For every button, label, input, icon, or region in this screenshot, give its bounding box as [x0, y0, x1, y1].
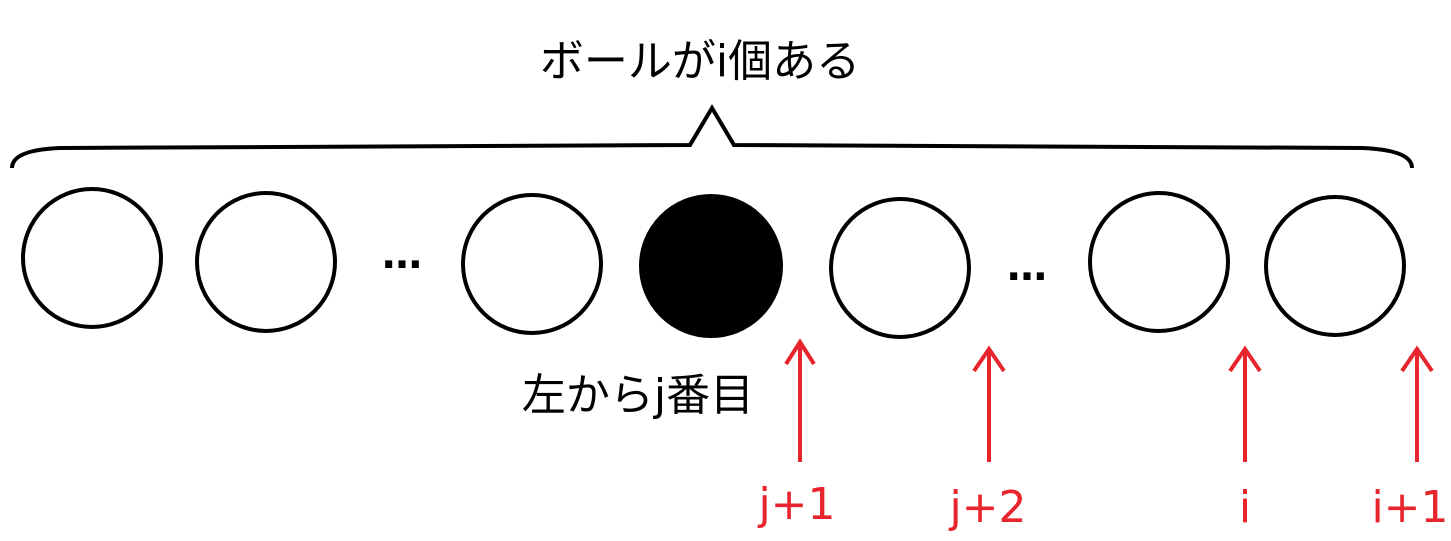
ball [21, 187, 163, 329]
arrow-i-plus-1 [1400, 345, 1434, 462]
ellipsis-left: … [382, 232, 422, 278]
ball-filled [639, 194, 783, 338]
ball [829, 197, 971, 339]
curly-brace [10, 104, 1414, 169]
ball [195, 191, 337, 333]
arrow-j-plus-1 [784, 338, 816, 462]
arrow-label-j-plus-1: j+1 [757, 479, 835, 530]
arrow-label-j-plus-2: j+2 [948, 482, 1026, 533]
ball [1264, 195, 1406, 337]
ellipsis-right: … [1007, 244, 1047, 290]
bottom-label: 左からj番目 [522, 370, 754, 421]
ball [461, 193, 603, 335]
arrow-label-i-plus-1: i+1 [1371, 482, 1448, 533]
top-label: ボールがi個ある [540, 36, 860, 87]
ball [1088, 191, 1230, 333]
arrow-i [1228, 345, 1262, 462]
arrow-j-plus-2 [972, 345, 1006, 462]
arrow-label-i: i [1239, 482, 1251, 533]
